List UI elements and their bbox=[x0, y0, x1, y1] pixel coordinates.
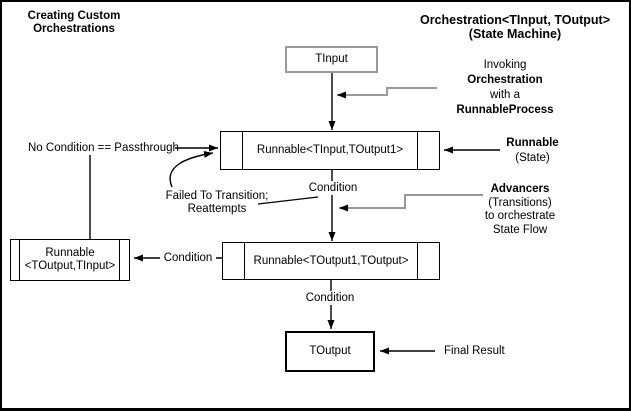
annotation-final-result: Final Result bbox=[444, 345, 505, 357]
annotation-advancers-line2: (Transitions) bbox=[488, 196, 552, 209]
edge-label-condition-output: Condition bbox=[302, 291, 358, 305]
diagram-title-line2: (State Machine) bbox=[468, 27, 562, 41]
annotation-runnable-state: Runnable (State) bbox=[490, 136, 575, 166]
annotation-invoking-line2: Orchestration bbox=[467, 74, 543, 86]
annotation-runnable-state-line2: (State) bbox=[515, 152, 550, 164]
annotation-runnable-state-line1: Runnable bbox=[506, 137, 559, 149]
node-toutput-label: TOutput bbox=[309, 345, 351, 357]
diagram-title-line1: Orchestration<TInput, TOutput> bbox=[419, 13, 611, 27]
annotation-advancers-line1: Advancers bbox=[490, 183, 550, 195]
node-runnable-state-label: Runnable<TInput,TOutput1> bbox=[256, 144, 404, 156]
annotation-advancers-line3: to orchestrate bbox=[484, 210, 556, 222]
node-tinput: TInput bbox=[285, 46, 378, 73]
node-runnable-state: Runnable<TInput,TOutput1> bbox=[220, 131, 440, 170]
annotation-failed-line2: Reattempts bbox=[187, 203, 247, 215]
page-title-line1: Creating Custom bbox=[27, 10, 121, 22]
node-runnable-passthrough-line2: <TOutput,TInput> bbox=[24, 260, 116, 272]
node-toutput: TOutput bbox=[285, 331, 375, 372]
edge-label-condition-state: Condition bbox=[305, 181, 361, 195]
node-runnable-passthrough-label: Runnable <TOutput,TInput> bbox=[25, 247, 116, 273]
process-inset-line bbox=[417, 132, 418, 169]
annotation-invoking-line4: RunnableProcess bbox=[456, 104, 554, 116]
page-title: Creating Custom Orchestrations bbox=[20, 10, 128, 36]
process-inset-line bbox=[19, 240, 20, 280]
node-runnable-passthrough-line1: Runnable bbox=[45, 247, 95, 259]
edge-failed-curve bbox=[169, 150, 214, 188]
diagram-title: Orchestration<TInput, TOutput> (State Ma… bbox=[400, 13, 629, 41]
process-inset-line bbox=[119, 240, 120, 280]
process-inset-line bbox=[242, 132, 243, 169]
annotation-no-condition: No Condition == Passthrough bbox=[28, 142, 179, 154]
node-runnable-passthrough: Runnable <TOutput,TInput> bbox=[10, 239, 130, 281]
annotation-invoking-line1: Invoking bbox=[483, 59, 527, 71]
node-tinput-label: TInput bbox=[315, 53, 348, 65]
annotation-invoking-line3: with a bbox=[489, 89, 521, 101]
annotation-advancers-line4: State Flow bbox=[492, 223, 548, 236]
edge-label-condition-passthrough: Condition bbox=[160, 251, 216, 265]
annotation-advancers: Advancers (Transitions) to orchestrate S… bbox=[452, 183, 588, 237]
process-inset-line bbox=[244, 243, 245, 279]
edge-failed-leader bbox=[257, 196, 319, 205]
node-runnable-transition-label: Runnable<TOutput1,TOutput> bbox=[253, 254, 409, 267]
annotation-invoking: Invoking Orchestration with a RunnablePr… bbox=[425, 58, 585, 118]
node-runnable-transition: Runnable<TOutput1,TOutput> bbox=[222, 242, 440, 280]
edge-advancers-annotation bbox=[339, 194, 483, 212]
annotation-failed-transition: Failed To Transition; Reattempts bbox=[153, 190, 281, 216]
annotation-failed-line1: Failed To Transition; bbox=[165, 190, 269, 202]
edge-invoking-annotation bbox=[337, 87, 437, 99]
process-inset-line bbox=[417, 243, 418, 279]
page-title-line2: Orchestrations bbox=[33, 23, 115, 35]
